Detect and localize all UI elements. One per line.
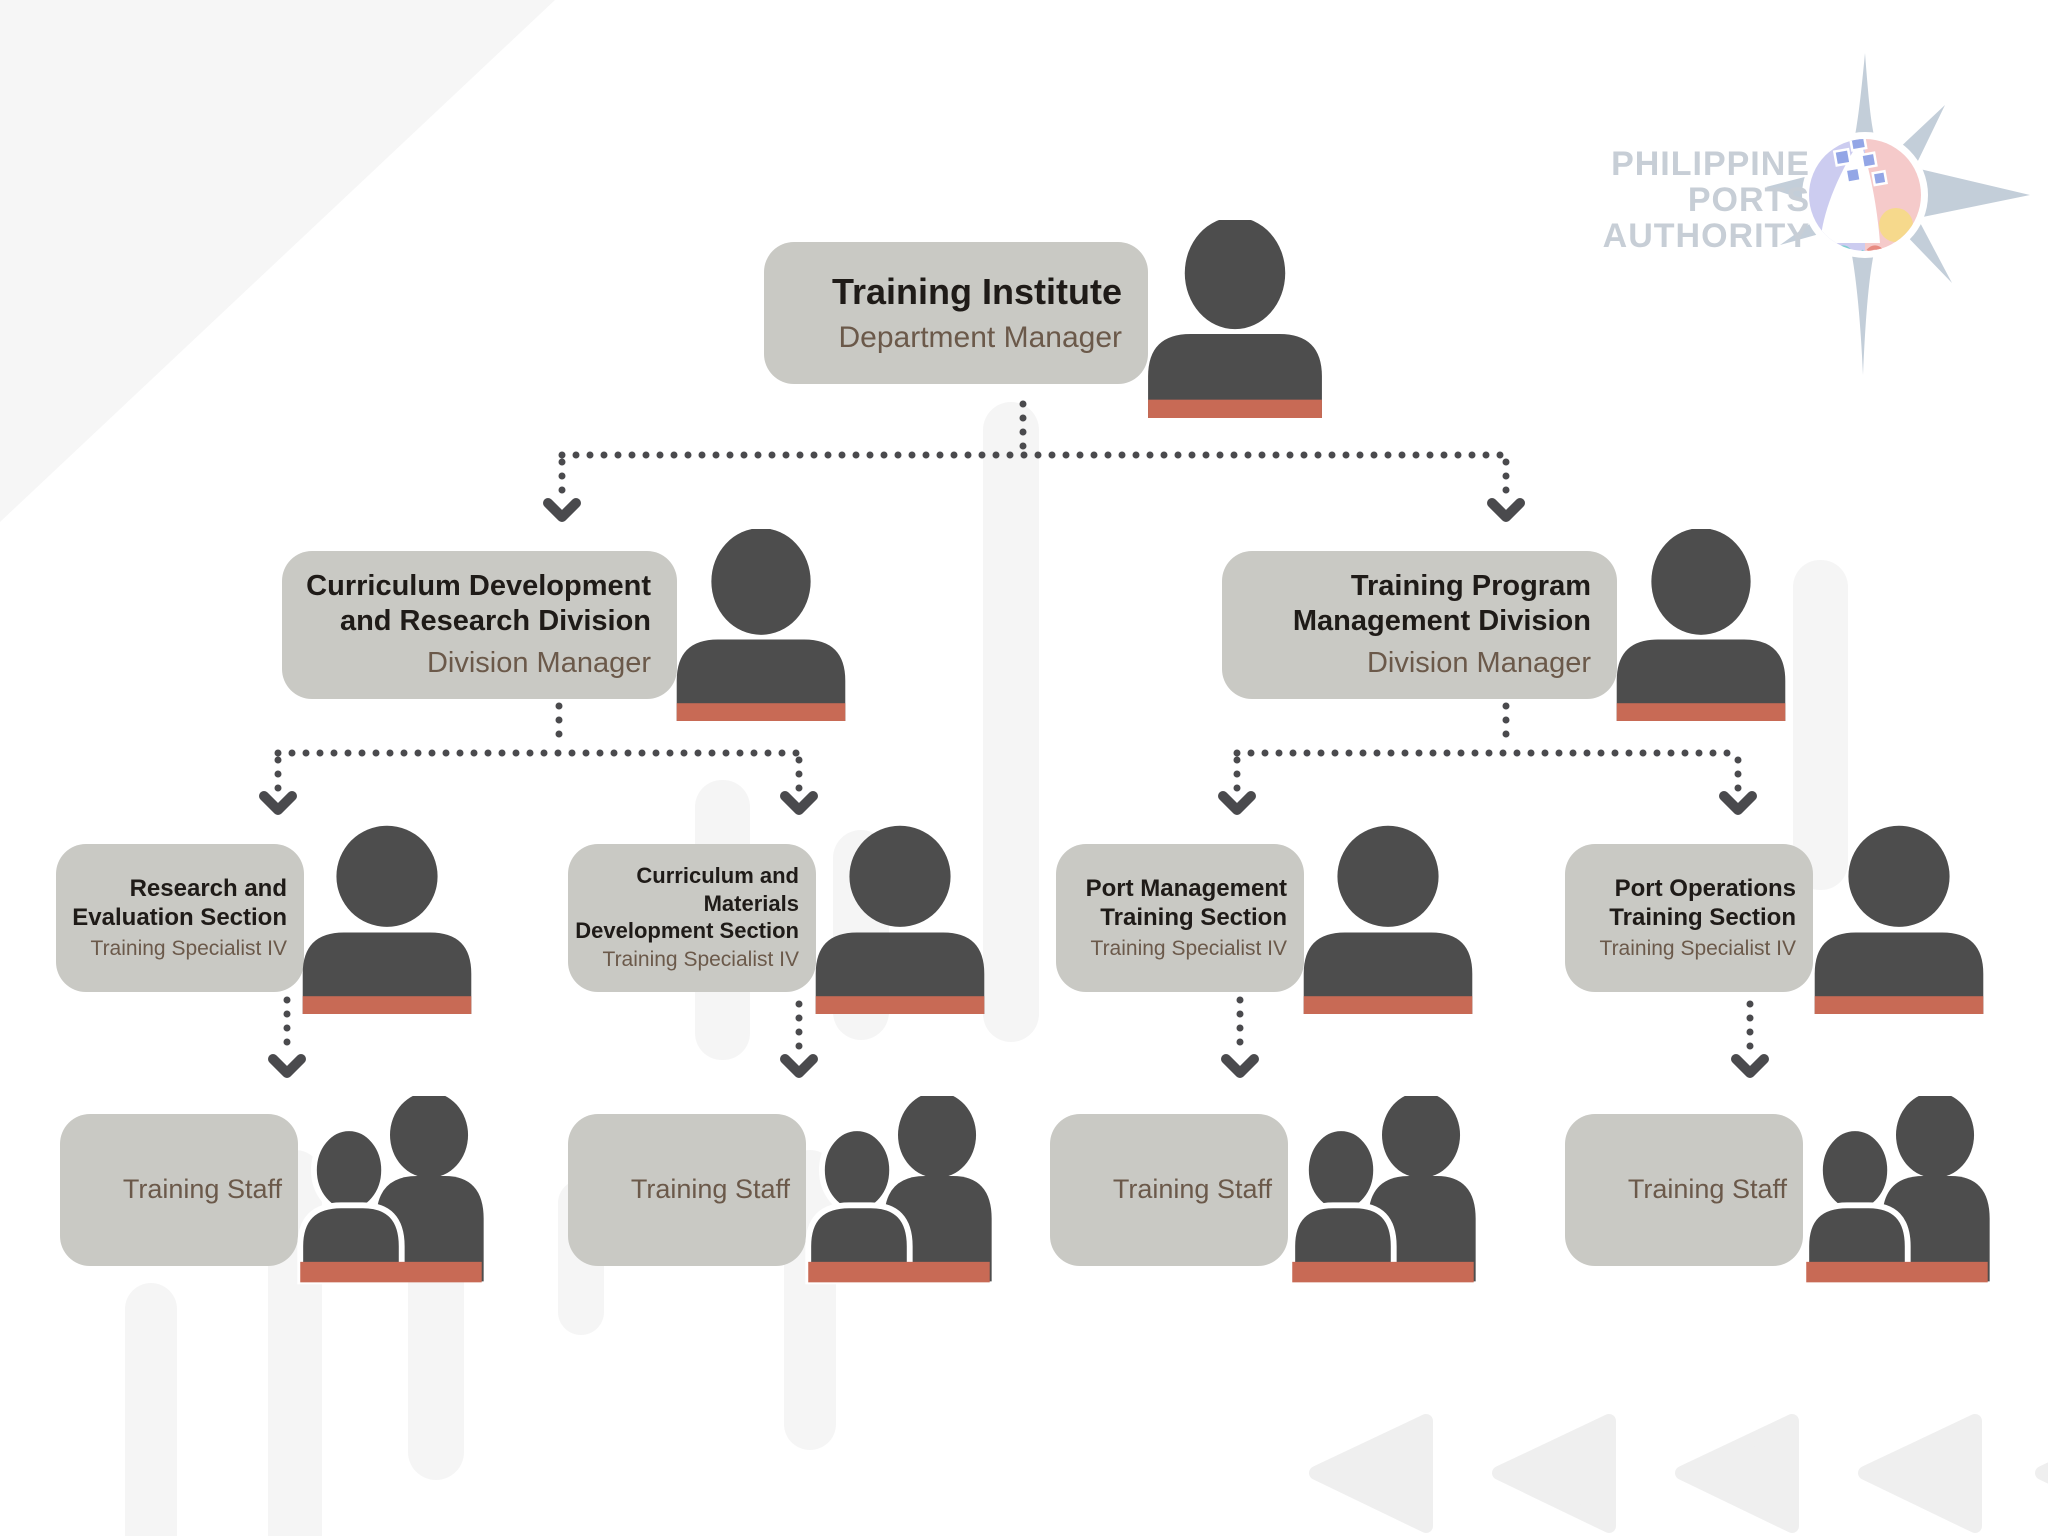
section-subtitle: Training Specialist IV xyxy=(1599,937,1796,961)
section-title: Port Operations Training Section xyxy=(1609,874,1796,932)
person-icon-training-specialist-2 xyxy=(815,825,985,1014)
section-title: Curriculum and Materials Development Sec… xyxy=(575,863,799,943)
deco-pill xyxy=(983,402,1039,1042)
node-training-staff-1: Training Staff xyxy=(60,1114,298,1266)
node-training-institute: Training Institute Department Manager xyxy=(764,242,1148,384)
node-curriculum-materials-section: Curriculum and Materials Development Sec… xyxy=(568,844,816,992)
logo-line-philippine: PHILIPPINE xyxy=(1611,145,1810,183)
node-port-management-training-section: Port Management Training Section Trainin… xyxy=(1056,844,1304,992)
ppa-logo-wordmark: PHILIPPINE PORTS AUTHORITY xyxy=(1603,146,1810,254)
section-title: Port Management Training Section xyxy=(1085,874,1287,932)
deco-pill xyxy=(125,1283,177,1536)
deco-pill xyxy=(1793,560,1848,890)
logo-line-ports: PORTS xyxy=(1687,181,1810,219)
person-icon-training-specialist-1 xyxy=(302,825,472,1014)
group-icon-training-staff-4 xyxy=(1803,1096,1990,1285)
staff-label: Training Staff xyxy=(122,1174,282,1205)
section-title: Research and Evaluation Section xyxy=(72,874,287,932)
ppa-compass-logo-icon xyxy=(1766,53,2030,375)
person-icon-division-manager-2 xyxy=(1616,529,1786,721)
section-subtitle: Training Specialist IV xyxy=(602,948,799,972)
group-icon-training-staff-2 xyxy=(805,1096,992,1285)
node-curriculum-development-division: Curriculum Development and Research Divi… xyxy=(282,551,677,699)
node-training-program-division: Training Program Management Division Div… xyxy=(1222,551,1617,699)
staff-label: Training Staff xyxy=(1627,1174,1787,1205)
node-training-staff-4: Training Staff xyxy=(1565,1114,1803,1266)
division-title: Curriculum Development and Research Divi… xyxy=(306,570,651,638)
node-training-staff-2: Training Staff xyxy=(568,1114,806,1266)
connector-arrowheads xyxy=(259,498,1769,1078)
root-title: Training Institute xyxy=(831,270,1122,312)
person-icon-division-manager-1 xyxy=(676,529,846,721)
person-icon-department-manager xyxy=(1148,220,1322,418)
node-port-operations-training-section: Port Operations Training Section Trainin… xyxy=(1565,844,1813,992)
division-subtitle: Division Manager xyxy=(1366,646,1591,679)
division-title: Training Program Management Division xyxy=(1292,570,1591,638)
corner-triangle xyxy=(0,0,555,522)
deco-arrow-triangles xyxy=(1309,1414,2048,1533)
person-icon-training-specialist-4 xyxy=(1814,825,1984,1014)
group-icon-training-staff-3 xyxy=(1289,1096,1476,1285)
section-subtitle: Training Specialist IV xyxy=(1090,937,1287,961)
staff-label: Training Staff xyxy=(1112,1174,1272,1205)
section-subtitle: Training Specialist IV xyxy=(90,937,287,961)
root-subtitle: Department Manager xyxy=(838,320,1122,354)
division-subtitle: Division Manager xyxy=(426,646,651,679)
staff-label: Training Staff xyxy=(630,1174,790,1205)
node-research-evaluation-section: Research and Evaluation Section Training… xyxy=(56,844,304,992)
node-training-staff-3: Training Staff xyxy=(1050,1114,1288,1266)
group-icon-training-staff-1 xyxy=(297,1096,484,1285)
person-icon-training-specialist-3 xyxy=(1303,825,1473,1014)
logo-line-authority: AUTHORITY xyxy=(1602,217,1810,255)
